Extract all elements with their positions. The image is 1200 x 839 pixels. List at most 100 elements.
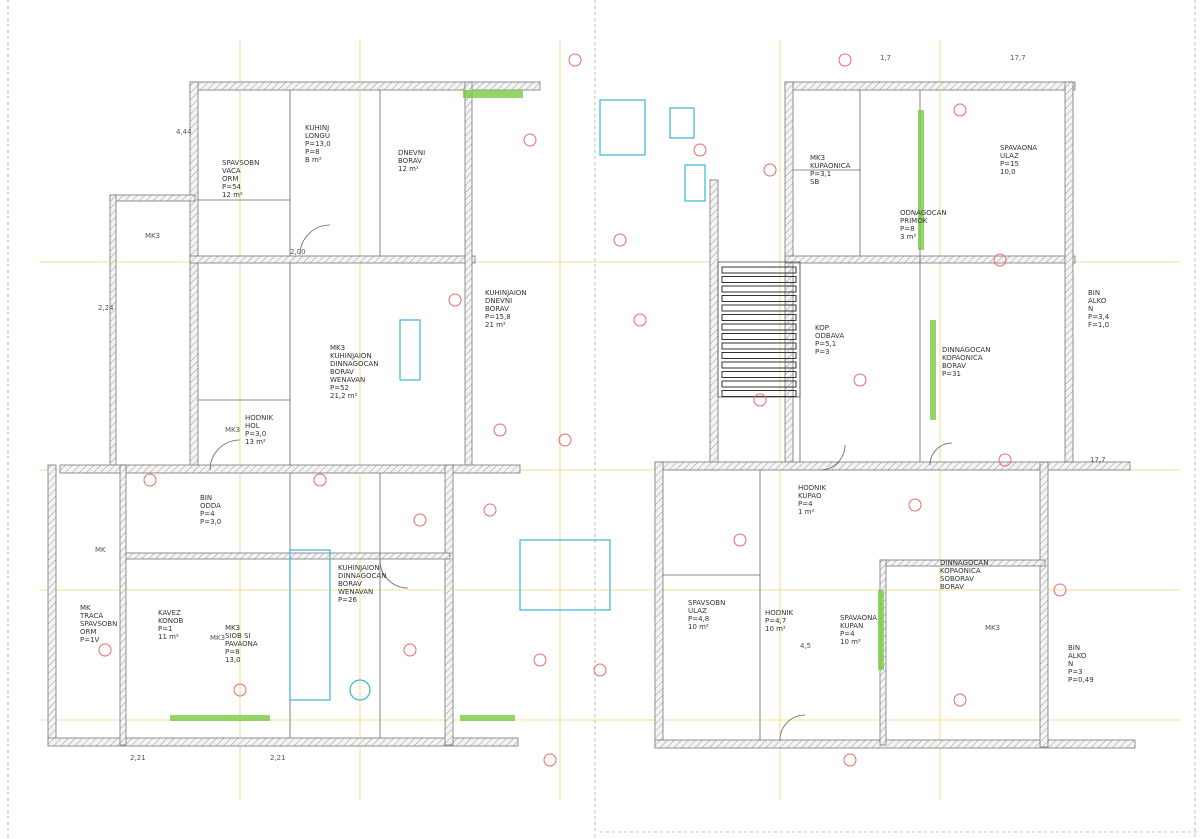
electrical-marker [853, 373, 867, 387]
room-label-line: 12 m² [222, 191, 243, 199]
sanitary-fixtures [289, 99, 706, 701]
room-label-line: ORM [80, 628, 96, 636]
room-label-line: SB [810, 178, 819, 186]
stair-tread [721, 361, 797, 369]
tag-mk-3: MK3 [210, 634, 225, 642]
room-label-line: 10 m² [840, 638, 861, 646]
stair-tread [721, 342, 797, 350]
room-label-line: MK3 [225, 624, 240, 632]
room-label-line: MK3 [810, 154, 825, 162]
tag-mk-4: MK3 [985, 624, 1000, 632]
room-label-line: HODNIK [798, 484, 826, 492]
stair-tread [721, 304, 797, 312]
tag-mk-2: MK3 [225, 426, 240, 434]
room-label-line: 10 m² [688, 623, 709, 631]
room-label-line: BORAV [398, 157, 422, 165]
room-label-line: P=54 [222, 183, 242, 191]
electrical-marker [993, 253, 1007, 267]
room-label-line: DINNAGOCAN [942, 346, 990, 354]
electrical-marker [403, 643, 417, 657]
room-label-line: DINNAGOCAN [940, 559, 988, 567]
stair-tread [721, 323, 797, 331]
room-label-line: KUPAN [840, 622, 863, 630]
room-label-line: BORAV [330, 368, 354, 376]
room-label-line: P=4 [200, 510, 215, 518]
partitions [198, 90, 921, 740]
electrical-marker [523, 133, 537, 147]
stair-tread [721, 266, 797, 274]
electrical-marker [313, 473, 327, 487]
room-label-line: SPAVAONA [840, 614, 877, 622]
room-label-line: WENAVAN [338, 588, 373, 596]
room-label-line: KUPAO [798, 492, 822, 500]
tag-level-3: 2,00 [290, 248, 306, 256]
room-label-line: 21,2 m² [330, 392, 358, 400]
room-label-line: P=4,7 [765, 617, 786, 625]
room-label-line: HODNIK [245, 414, 273, 422]
room-label-line: ALKO [1068, 652, 1087, 660]
electrical-marker [413, 513, 427, 527]
room-label-line: ALKO [1088, 297, 1107, 305]
room-label-line: 11 m² [158, 633, 179, 641]
room-label-line: P=52 [330, 384, 349, 392]
electrical-marker [533, 653, 547, 667]
room-label-line: DNEVNI [485, 297, 512, 305]
electrical-marker [593, 663, 607, 677]
room-label-line: P=1V [80, 636, 100, 644]
room-label-line: BIN [1068, 644, 1080, 652]
room-label-line: 3 m² [900, 233, 916, 241]
electrical-marker [733, 533, 747, 547]
room-label-line: LONGU [305, 132, 330, 140]
stair-tread [721, 276, 797, 283]
room-label-line: MK3 [330, 344, 345, 352]
room-label-line: HOL [245, 422, 260, 430]
tag-level-4: 2,21 [130, 754, 146, 762]
room-label-line: ODNAGOCAN [900, 209, 947, 217]
stair-tread [721, 371, 797, 378]
stair-tread [721, 352, 797, 359]
room-label-line: P=8 [225, 648, 240, 656]
room-label-line: KUPAONICA [810, 162, 851, 170]
stair-tread [721, 295, 797, 302]
room-label-line: B m² [305, 156, 322, 164]
room-label-line: WENAVAN [330, 376, 365, 384]
room-label-line: F=1,0 [1088, 321, 1109, 329]
tag-axis-1: 1,7 [880, 54, 891, 62]
electrical-marker [908, 498, 922, 512]
room-label-line: P=8 [900, 225, 915, 233]
windows [170, 90, 936, 721]
room-label-line: SIOB SI [225, 632, 251, 640]
room-label-line: P=3 [815, 348, 830, 356]
room-label-line: P=4,8 [688, 615, 709, 623]
room-label-line: 10 m² [765, 625, 786, 633]
room-label-line: PRIMOK [900, 217, 928, 225]
room-label-line: KUHINJAION [330, 352, 372, 360]
electrical-marker [843, 753, 857, 767]
room-label-line: SPAVSOBN [222, 159, 259, 167]
room-label-line: BORAV [485, 305, 509, 313]
room-label-line: KAVEZ [158, 609, 181, 617]
room-label-line: P=3 [1068, 668, 1083, 676]
room-label-line: P=13,0 [305, 140, 331, 148]
room-label-line: 13,0 [225, 656, 241, 664]
room-label-line: VACA [222, 167, 241, 175]
room-label-line: P=31 [942, 370, 961, 378]
room-label-line: SPAVAONA [1000, 144, 1037, 152]
tag-axis-2: 4,5 [800, 642, 811, 650]
electrical-marker [1053, 583, 1067, 597]
room-label-line: P=8 [305, 148, 320, 156]
room-label-line: BIN [200, 494, 212, 502]
room-label-line: N [1068, 660, 1073, 668]
